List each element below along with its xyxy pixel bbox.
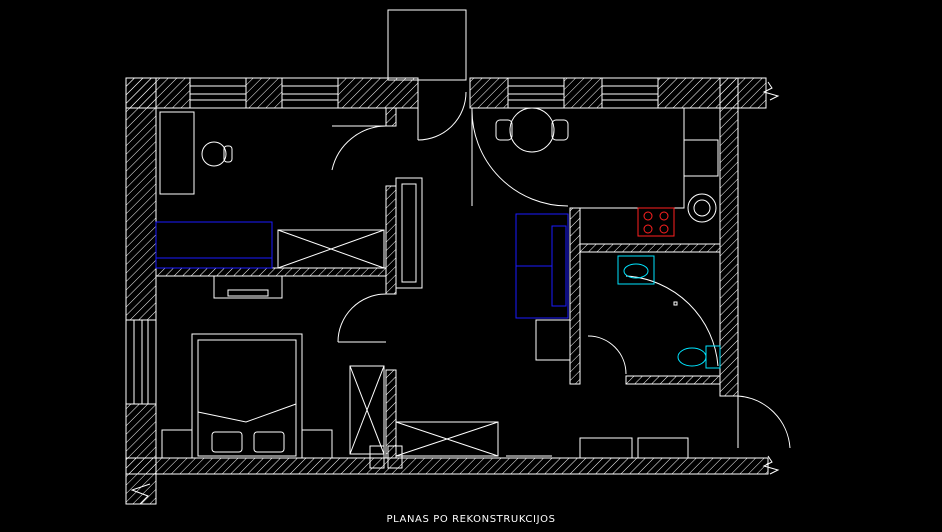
interior-walls xyxy=(155,107,721,459)
shoe-cabinet xyxy=(395,421,499,457)
tv-desk xyxy=(213,275,283,299)
sofa-bed xyxy=(155,221,273,269)
doors xyxy=(331,107,791,449)
wall-top-right2 xyxy=(563,77,603,109)
chair-icon xyxy=(201,141,233,167)
kitchen-sink-icon xyxy=(687,193,717,223)
entrance-vestibule xyxy=(387,9,467,141)
wall-left-upper xyxy=(125,77,157,321)
desk xyxy=(159,111,195,195)
wall-top-right3 xyxy=(657,77,767,109)
windows xyxy=(125,77,659,405)
wall-top-right1 xyxy=(469,77,509,109)
drawing-caption: PLANAS PO REKONSTRUKCIJOS xyxy=(386,514,556,525)
toilet-icon xyxy=(677,345,721,369)
wardrobe-lower xyxy=(349,365,385,455)
wall-bottom-leg xyxy=(125,473,157,505)
washbasin-icon xyxy=(617,255,655,285)
wall-bottom xyxy=(125,457,769,475)
bed xyxy=(161,333,333,459)
wall-top-mid1 xyxy=(245,77,283,109)
side-table xyxy=(535,319,571,361)
hallway-cabinet xyxy=(395,177,423,289)
break-marks xyxy=(130,81,780,505)
radiators xyxy=(369,445,403,469)
outer-walls xyxy=(125,77,769,505)
wardrobe-upper xyxy=(277,229,385,269)
dining-table xyxy=(495,107,569,153)
storage-units xyxy=(506,437,689,459)
stove-icon xyxy=(637,207,675,237)
kitchen-counter xyxy=(579,108,719,244)
sofa xyxy=(515,213,569,319)
wall-top-mid2 xyxy=(337,77,419,109)
wall-right xyxy=(719,77,739,397)
